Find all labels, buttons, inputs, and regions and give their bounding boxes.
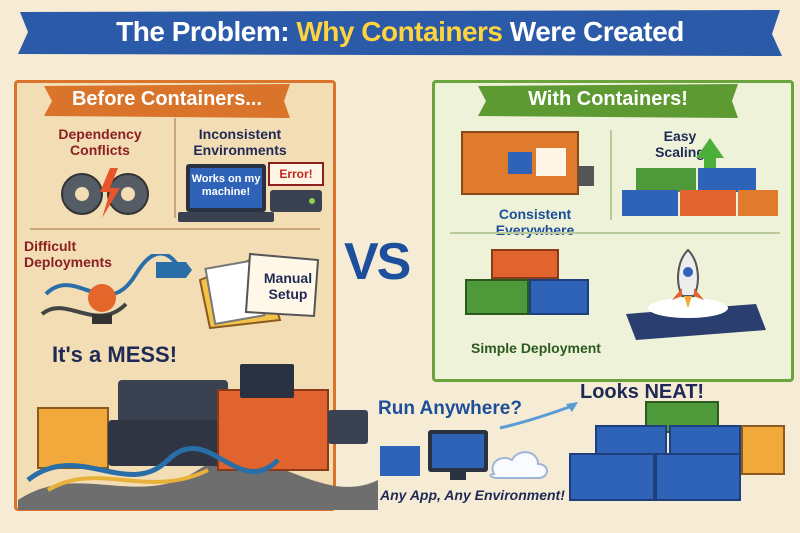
error-badge: Error!: [268, 162, 324, 186]
laptop-screen-text: Works on my machine!: [191, 173, 261, 198]
devices-cloud-icon: [380, 430, 548, 480]
simple-deployment-label: Simple Deployment: [471, 340, 601, 356]
difficult-deployments-label: Difficult Deployments: [24, 238, 112, 270]
easy-scaling-label: Easy Scaling: [655, 128, 705, 160]
arrow-icon: [499, 402, 578, 430]
any-app-label: Any App, Any Environment!: [380, 487, 565, 503]
title-highlight: Why Containers: [296, 16, 503, 47]
title-banner: [18, 10, 782, 56]
shipping-container-icon: [461, 131, 594, 195]
gears-icon: [61, 168, 149, 218]
manual-setup-label: Manual Setup: [263, 270, 313, 302]
looks-neat-label: Looks NEAT!: [580, 381, 705, 403]
laptop-icon: [178, 164, 322, 222]
divider: [610, 130, 612, 220]
dependency-conflicts-label: Dependency Conflicts: [58, 126, 142, 158]
title-part2: Were Created: [509, 16, 685, 47]
title-part1: The Problem:: [116, 16, 290, 47]
rocket-launch-icon: [626, 248, 766, 340]
documents-icon: [198, 252, 320, 330]
divider: [174, 118, 176, 218]
its-a-mess-label: It's a MESS!: [52, 342, 178, 367]
left-header-ribbon: [44, 84, 290, 118]
neat-containers-illustration: [569, 401, 785, 501]
messy-pile-illustration: [18, 364, 378, 510]
divider: [30, 228, 320, 230]
right-header: With Containers!: [528, 88, 688, 110]
run-anywhere-label: Run Anywhere?: [378, 398, 522, 419]
right-header-ribbon: [478, 84, 738, 118]
inconsistent-environments-label: Inconsistent Environments: [193, 126, 287, 158]
vs-label: VS: [344, 233, 411, 291]
scaling-containers-icon: [622, 138, 778, 216]
page-title: The Problem: Why Containers Were Created: [0, 16, 800, 48]
consistent-everywhere-label: Consistent Everywhere: [495, 206, 575, 238]
left-header: Before Containers...: [71, 88, 263, 110]
divider: [450, 232, 780, 234]
tangled-wires-icon: [40, 254, 192, 324]
stacked-containers-icon: [465, 249, 589, 315]
